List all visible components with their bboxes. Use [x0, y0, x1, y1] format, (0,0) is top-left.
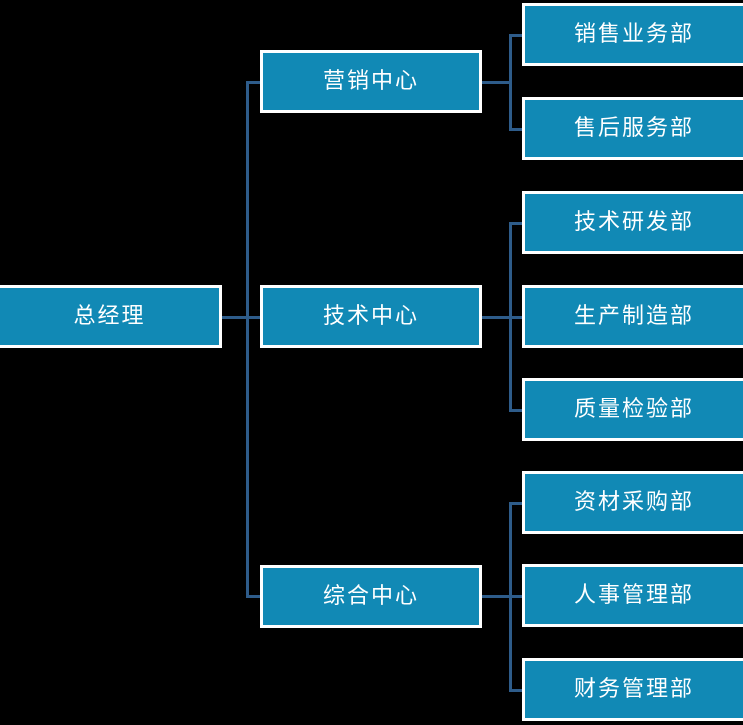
node-label: 财务管理部 — [573, 676, 694, 702]
connector-center-2-stub — [481, 316, 511, 319]
connector-center-2-to-dept-3 — [509, 409, 523, 412]
node-dept-manufacturing[interactable]: 生产制造部 — [522, 285, 743, 348]
node-general-manager[interactable]: 总经理 — [0, 285, 222, 348]
node-dept-material-purchasing[interactable]: 资材采购部 — [522, 471, 743, 534]
node-center-general-affairs[interactable]: 综合中心 — [260, 565, 482, 628]
connector-trunk-to-center-1 — [246, 81, 262, 84]
node-label: 营销中心 — [322, 68, 419, 94]
node-label: 技术研发部 — [573, 209, 694, 235]
node-dept-quality-inspection[interactable]: 质量检验部 — [522, 378, 743, 441]
node-dept-after-sales-service[interactable]: 售后服务部 — [522, 97, 743, 160]
node-label: 生产制造部 — [573, 303, 694, 329]
node-dept-human-resources[interactable]: 人事管理部 — [522, 564, 743, 627]
node-center-marketing[interactable]: 营销中心 — [260, 50, 482, 113]
node-dept-finance-management[interactable]: 财务管理部 — [522, 658, 743, 721]
node-dept-research-development[interactable]: 技术研发部 — [522, 191, 743, 254]
connector-root-trunk — [246, 81, 249, 598]
connector-center-1-stub — [481, 81, 511, 84]
node-label: 人事管理部 — [573, 582, 694, 608]
node-center-technology[interactable]: 技术中心 — [260, 285, 482, 348]
connector-center-1-to-dept-1 — [509, 34, 523, 37]
connector-center-2-to-dept-1 — [509, 222, 523, 225]
connector-center-1-to-dept-2 — [509, 128, 523, 131]
node-label: 资材采购部 — [573, 489, 694, 515]
connector-trunk-to-center-2 — [246, 316, 262, 319]
connector-center-3-to-dept-1 — [509, 502, 523, 505]
connector-trunk-to-center-3 — [246, 595, 262, 598]
connector-center-3-to-dept-2 — [509, 595, 523, 598]
node-label: 综合中心 — [322, 583, 419, 609]
connector-center-3-to-dept-3 — [509, 689, 523, 692]
node-dept-sales-business[interactable]: 销售业务部 — [522, 3, 743, 66]
node-label: 总经理 — [73, 303, 146, 329]
node-label: 技术中心 — [322, 303, 419, 329]
node-label: 售后服务部 — [573, 115, 694, 141]
connector-root-stub — [220, 316, 249, 319]
connector-center-3-stub — [481, 595, 511, 598]
node-label: 质量检验部 — [573, 396, 694, 422]
connector-center-2-to-dept-2 — [509, 316, 523, 319]
node-label: 销售业务部 — [573, 21, 694, 47]
connector-center-1-trunk — [509, 34, 512, 128]
